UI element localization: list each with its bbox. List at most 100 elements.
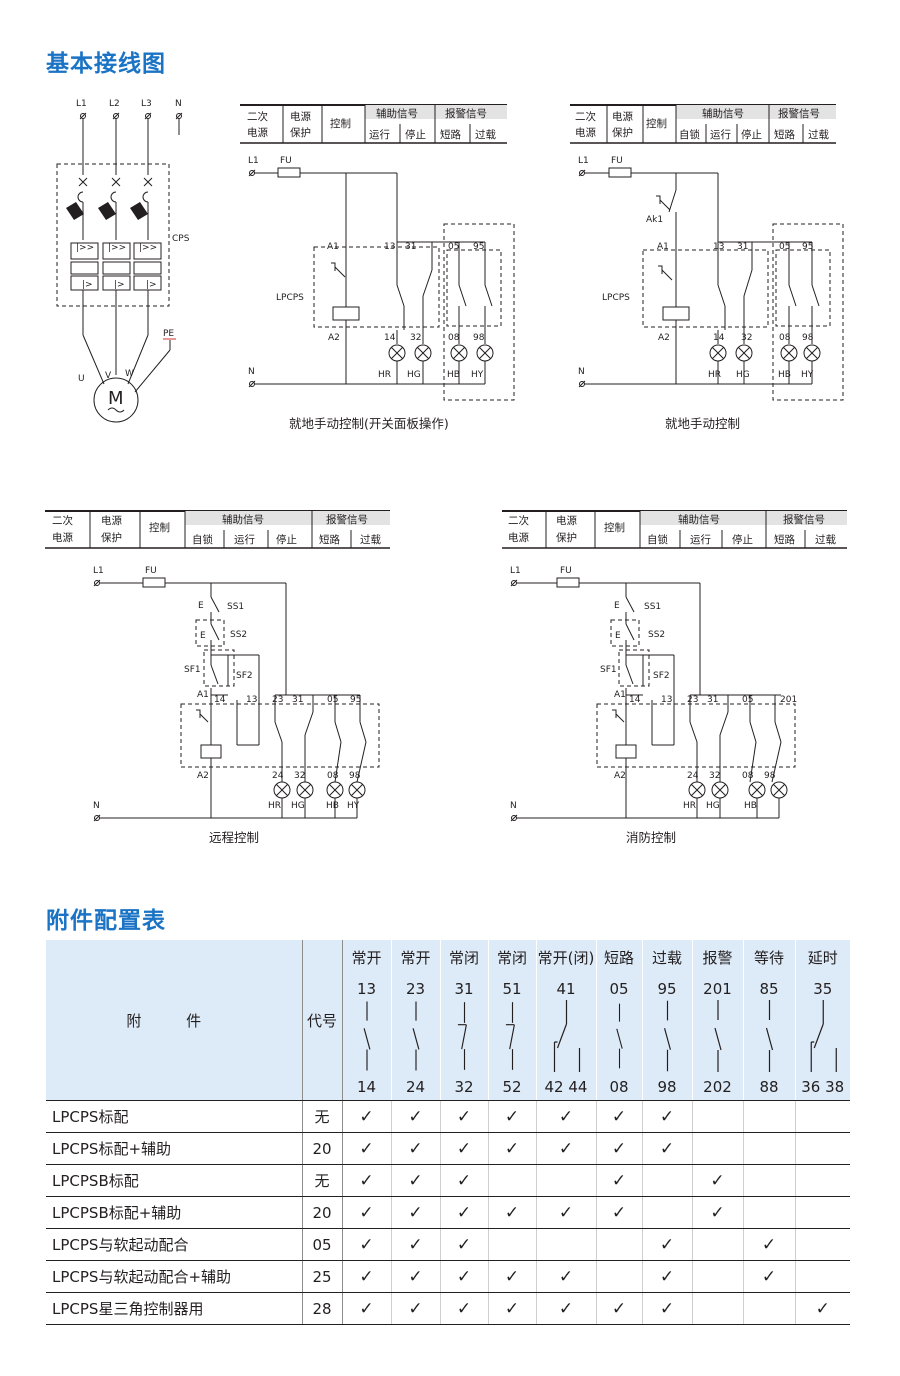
svg-text:HG: HG [706,801,720,811]
svg-text:辅助信号: 辅助信号 [702,107,744,120]
contact-symbol-icon [810,1000,837,1072]
svg-text:95: 95 [802,242,813,252]
column-label: 常开(闭) [537,949,595,967]
svg-text:E: E [615,631,621,641]
contact-symbol-icon [505,1002,515,1070]
wiring-section-title: 基本接线图 [46,51,166,77]
svg-text:08: 08 [779,333,791,343]
svg-text:FU: FU [280,156,292,166]
header-code: 代号 [302,940,343,1101]
svg-text:电源: 电源 [247,126,268,139]
svg-text:SS2: SS2 [648,630,665,640]
svg-text:HG: HG [407,370,421,380]
svg-text:|>>: |>> [108,243,126,253]
terminal-bottom: 52 [502,1078,522,1096]
svg-text:保护: 保护 [556,531,577,544]
empty-cell [692,1292,744,1325]
phase-l2: L2 [109,99,120,109]
empty-cell [692,1260,744,1293]
svg-text:自锁: 自锁 [647,533,668,546]
svg-text:14: 14 [629,695,641,705]
svg-text:过载: 过载 [815,533,836,546]
check-icon: ✓ [440,1100,489,1133]
svg-text:控制: 控制 [330,117,351,130]
terminal-bottom: 98 [657,1078,677,1096]
motor-symbol [93,377,139,423]
empty-cell [795,1260,850,1293]
svg-text:08: 08 [327,771,339,781]
svg-text:电源: 电源 [575,126,596,139]
accessory-name: LPCPSB标配 [46,1164,303,1197]
svg-text:FU: FU [611,156,623,166]
svg-text:14: 14 [384,333,396,343]
svg-text:05: 05 [742,695,753,705]
terminal-top: 13 [356,980,377,998]
svg-text:05: 05 [327,695,338,705]
table-row: LPCPS标配无✓✓✓✓✓✓✓ [46,1100,850,1133]
check-icon: ✓ [488,1292,537,1325]
empty-cell [795,1100,850,1133]
svg-text:|>: |> [82,280,93,290]
check-icon: ✓ [596,1132,643,1165]
svg-text:L1: L1 [510,566,521,576]
main-circuit: L1 L2 L3 N CPS |>> |>>|>> |>|>|> [56,99,190,423]
svg-text:HY: HY [801,370,814,380]
svg-text:A1: A1 [327,242,339,252]
empty-cell [743,1100,796,1133]
check-icon: ✓ [488,1132,537,1165]
accessory-code: 20 [302,1132,343,1165]
empty-cell [743,1292,796,1325]
empty-cell [692,1100,744,1133]
svg-text:A1: A1 [614,690,626,700]
empty-cell [743,1196,796,1229]
svg-text:N: N [510,801,517,811]
terminal-top: 41 [556,980,576,998]
svg-text:辅助信号: 辅助信号 [678,513,720,526]
svg-text:运行: 运行 [369,128,390,141]
column-label: 常闭 [496,949,527,967]
check-icon: ✓ [440,1132,489,1165]
pe-label: PE [163,329,174,339]
terminal-bottom: 36 38 [801,1078,845,1096]
check-icon: ✓ [391,1132,441,1165]
svg-text:报警信号: 报警信号 [783,513,825,526]
svg-text:FU: FU [145,566,157,576]
check-icon: ✓ [440,1164,489,1197]
svg-text:HR: HR [683,801,696,811]
svg-text:停止: 停止 [405,128,426,141]
svg-text:HG: HG [736,370,750,380]
svg-text:HB: HB [778,370,791,380]
column-label: 短路 [603,949,634,967]
svg-text:95: 95 [350,695,361,705]
svg-text:过载: 过载 [475,128,496,141]
check-icon: ✓ [440,1196,489,1229]
check-icon: ✓ [488,1196,537,1229]
svg-text:14: 14 [214,695,226,705]
check-icon: ✓ [743,1228,796,1261]
svg-text:24: 24 [687,771,699,781]
check-icon: ✓ [536,1292,597,1325]
svg-text:过载: 过载 [808,128,829,141]
svg-text:98: 98 [349,771,361,781]
accessory-code: 28 [302,1292,343,1325]
accessory-code: 无 [302,1164,343,1197]
empty-cell [692,1228,744,1261]
accessory-name: LPCPS星三角控制器用 [46,1292,303,1325]
accessory-name: LPCPSB标配+辅助 [46,1196,303,1229]
check-icon: ✓ [391,1292,441,1325]
column-label: 常闭 [448,949,479,967]
svg-text:SF1: SF1 [600,665,617,675]
svg-text:HR: HR [708,370,721,380]
svg-text:保护: 保护 [290,126,311,139]
svg-text:SS1: SS1 [644,602,661,612]
empty-cell [596,1228,643,1261]
